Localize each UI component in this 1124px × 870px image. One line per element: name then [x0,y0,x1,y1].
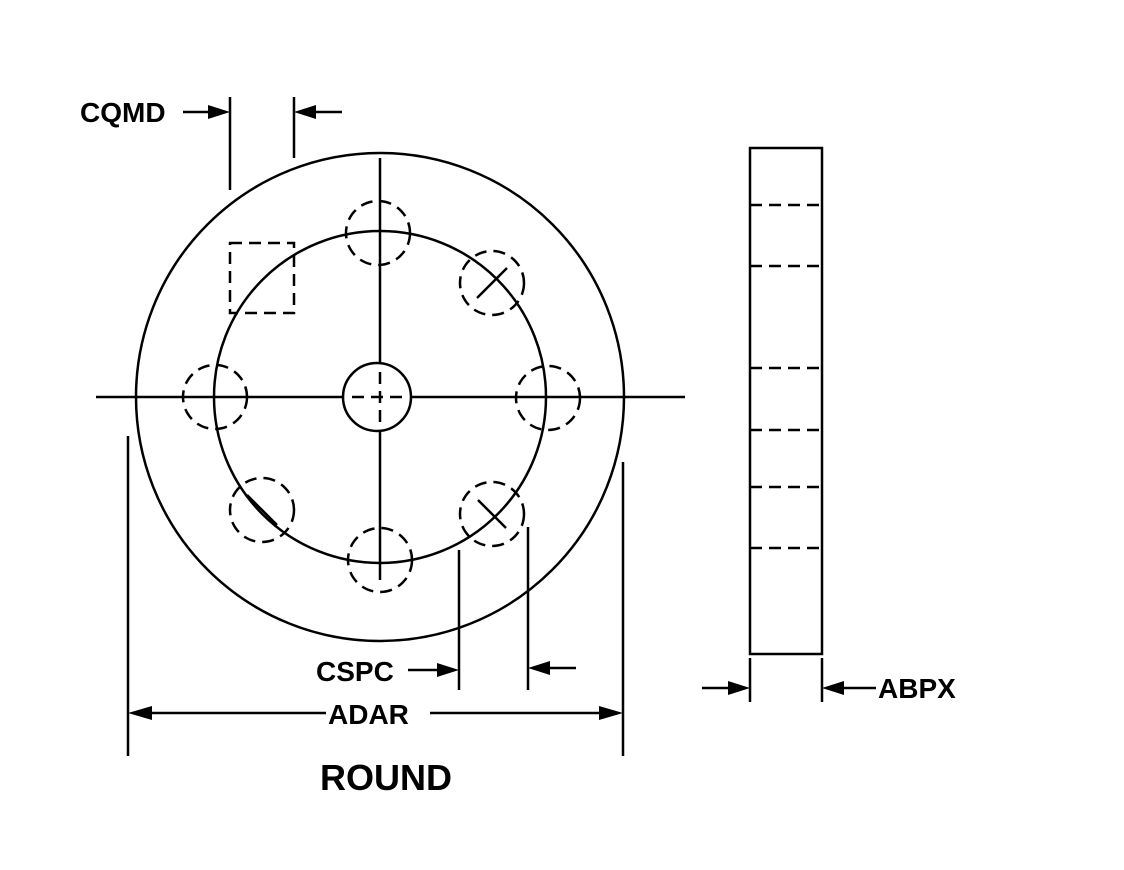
cspc-dimension: CSPC [316,527,576,690]
side-profile [748,146,824,656]
arrow-head [728,681,750,695]
cspc-label: CSPC [316,656,394,687]
bolt-hole-bottom [346,526,414,594]
arrow-head [822,681,844,695]
bolt-hole-lower-left [228,476,296,544]
arrow-head [208,105,230,119]
square-hole [228,241,296,315]
adar-label: ADAR [328,699,409,730]
arrow-head [128,706,152,720]
arrow-head [294,105,316,119]
cross-mark [246,494,278,526]
bolt-hole-left [181,363,249,431]
bolt-hole-right [514,364,582,432]
cross-mark [477,499,507,529]
bolt-hole-lower-right [458,480,526,548]
cqmd-dimension: CQMD [80,97,342,190]
front-view [96,151,685,643]
arrow-head [599,706,623,720]
side-view [748,146,824,656]
bolt-hole-top [344,199,412,267]
abpx-dimension: ABPX [702,658,956,704]
cross-mark [476,267,508,299]
shape-title: ROUND [320,757,452,798]
abpx-label: ABPX [878,673,956,704]
adar-dimension: ADAR [126,436,625,756]
arrow-head [437,663,459,677]
arrow-head [528,661,550,675]
cqmd-label: CQMD [80,97,166,128]
bolt-hole-upper-right [458,249,526,317]
